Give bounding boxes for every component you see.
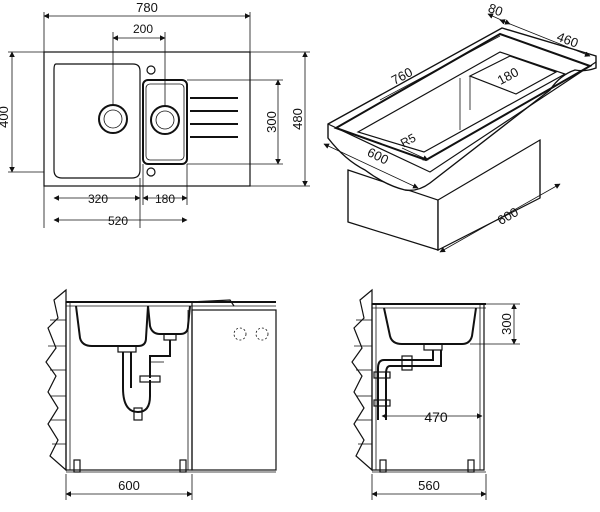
front-section-view: 600 [45,288,277,500]
dim-width-total: 780 [136,0,158,15]
dim-small-bowl-width: 180 [155,192,175,206]
side-dim-cabinet-depth: 560 [418,478,440,493]
tap-hole-top [146,65,156,75]
front-large-bowl [75,305,149,347]
side-bowl [383,307,477,345]
dim-depth-left: 400 [0,106,11,128]
dim-small-bowl-height: 300 [264,111,279,133]
iso-dim-radius: R5 [398,131,418,151]
side-siphon [373,350,442,420]
front-cabinet [65,301,193,471]
front-siphon [117,333,177,421]
sink-outline [43,51,251,187]
iso-drainer [468,55,558,95]
dim-cabinet-width: 520 [108,214,128,228]
iso-dim-rim: 80 [486,0,505,19]
dim-depth-right: 480 [290,108,305,130]
side-dim-offset: 470 [424,409,448,425]
front-small-bowl [147,305,191,335]
small-drain [150,105,180,135]
tap-hole-bottom [146,167,156,177]
side-dim-height: 300 [499,313,514,335]
dim-left-bowl-width: 320 [88,192,108,206]
front-brick-wall [45,288,67,472]
large-drain [98,104,128,134]
side-section-view: 300 470 560 [351,288,520,500]
top-plan-view: 780 200 400 300 480 320 180 520 [0,0,310,228]
large-bowl [53,63,141,179]
front-dim-cabinet-width: 600 [118,478,140,493]
iso-dim-depth: 460 [555,29,581,51]
isometric-view: 80 460 760 180 R5 600 600 [323,0,597,253]
dim-bowl-spacing: 200 [133,22,153,36]
side-brick-wall [351,288,373,472]
